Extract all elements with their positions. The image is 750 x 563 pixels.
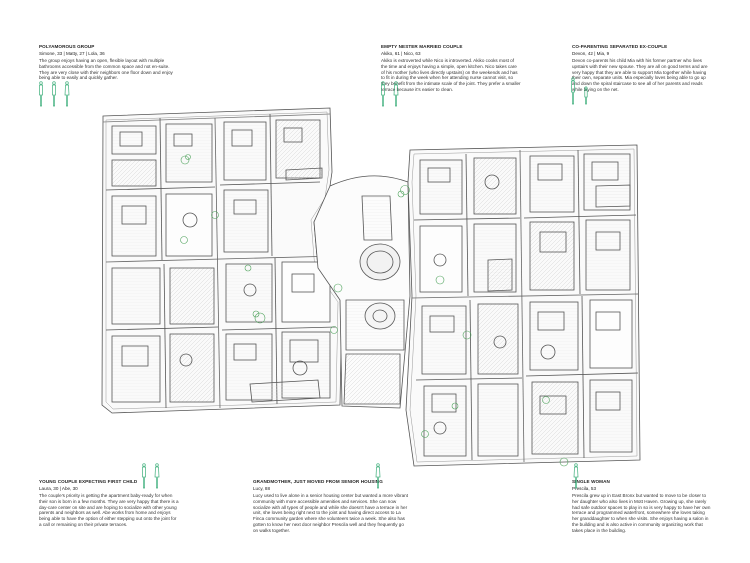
young-couple-figures bbox=[142, 463, 160, 489]
coparenting-description: Devon co-parents his child Mia with his … bbox=[572, 57, 708, 93]
left-building bbox=[101, 107, 343, 414]
grandmother-title: GRANDMOTHER, JUST MOVED FROM SENIOR HOUS… bbox=[253, 479, 383, 484]
polyamorous-group-block: POLYAMOROUS GROUP Simone, 33 | Matty, 27… bbox=[39, 44, 179, 81]
right-building bbox=[405, 144, 641, 467]
young-couple-title: YOUNG COUPLE EXPECTING FIRST CHILD bbox=[39, 479, 138, 484]
coparenting-block: CO-PARENTING SEPARATED EX-COUPLE Devon, … bbox=[572, 44, 712, 93]
central-joint bbox=[313, 175, 411, 409]
polyamorous-group-people: Simone, 33 | Matty, 27 | Lola, 36 bbox=[39, 50, 105, 56]
empty-nester-people: Akiko, 61 | Nico, 63 bbox=[381, 50, 421, 56]
empty-nester-figures bbox=[381, 81, 399, 107]
single-woman-description: Prescila grew up in East Bronx but wante… bbox=[572, 492, 711, 533]
grandmother-block: GRANDMOTHER, JUST MOVED FROM SENIOR HOUS… bbox=[253, 479, 408, 534]
grandmother-description: Lucy used to live alone in a senior hous… bbox=[253, 492, 409, 533]
grandmother-figure bbox=[375, 463, 381, 489]
young-couple-description: The couple's priority is getting the apa… bbox=[39, 492, 179, 528]
coparenting-figures bbox=[571, 77, 588, 105]
single-woman-people: Prescila, 53 bbox=[572, 485, 597, 491]
plants bbox=[180, 154, 569, 467]
empty-nester-title: EMPTY NESTER MARRIED COUPLE bbox=[381, 44, 463, 49]
polyamorous-group-description: The group enjoys having an open, flexibl… bbox=[39, 57, 173, 81]
grandmother-people: Lucy, 88 bbox=[253, 485, 271, 491]
single-woman-figure bbox=[573, 463, 579, 489]
empty-nester-block: EMPTY NESTER MARRIED COUPLE Akiko, 61 | … bbox=[381, 44, 521, 93]
empty-nester-description: Akiko is extroverted while Nico is intro… bbox=[381, 57, 521, 93]
coparenting-people: Devon, 42 | Mia, 9 bbox=[572, 50, 610, 56]
young-couple-block: YOUNG COUPLE EXPECTING FIRST CHILD Laura… bbox=[39, 479, 179, 528]
polyamorous-figures bbox=[39, 81, 70, 107]
single-woman-block: SINGLE WOMAN Prescila, 53 Prescila grew … bbox=[572, 479, 712, 534]
young-couple-people: Laura, 30 | Abe, 30 bbox=[39, 485, 78, 491]
single-woman-title: SINGLE WOMAN bbox=[572, 479, 610, 484]
polyamorous-group-title: POLYAMOROUS GROUP bbox=[39, 44, 95, 49]
coparenting-title: CO-PARENTING SEPARATED EX-COUPLE bbox=[572, 44, 668, 49]
